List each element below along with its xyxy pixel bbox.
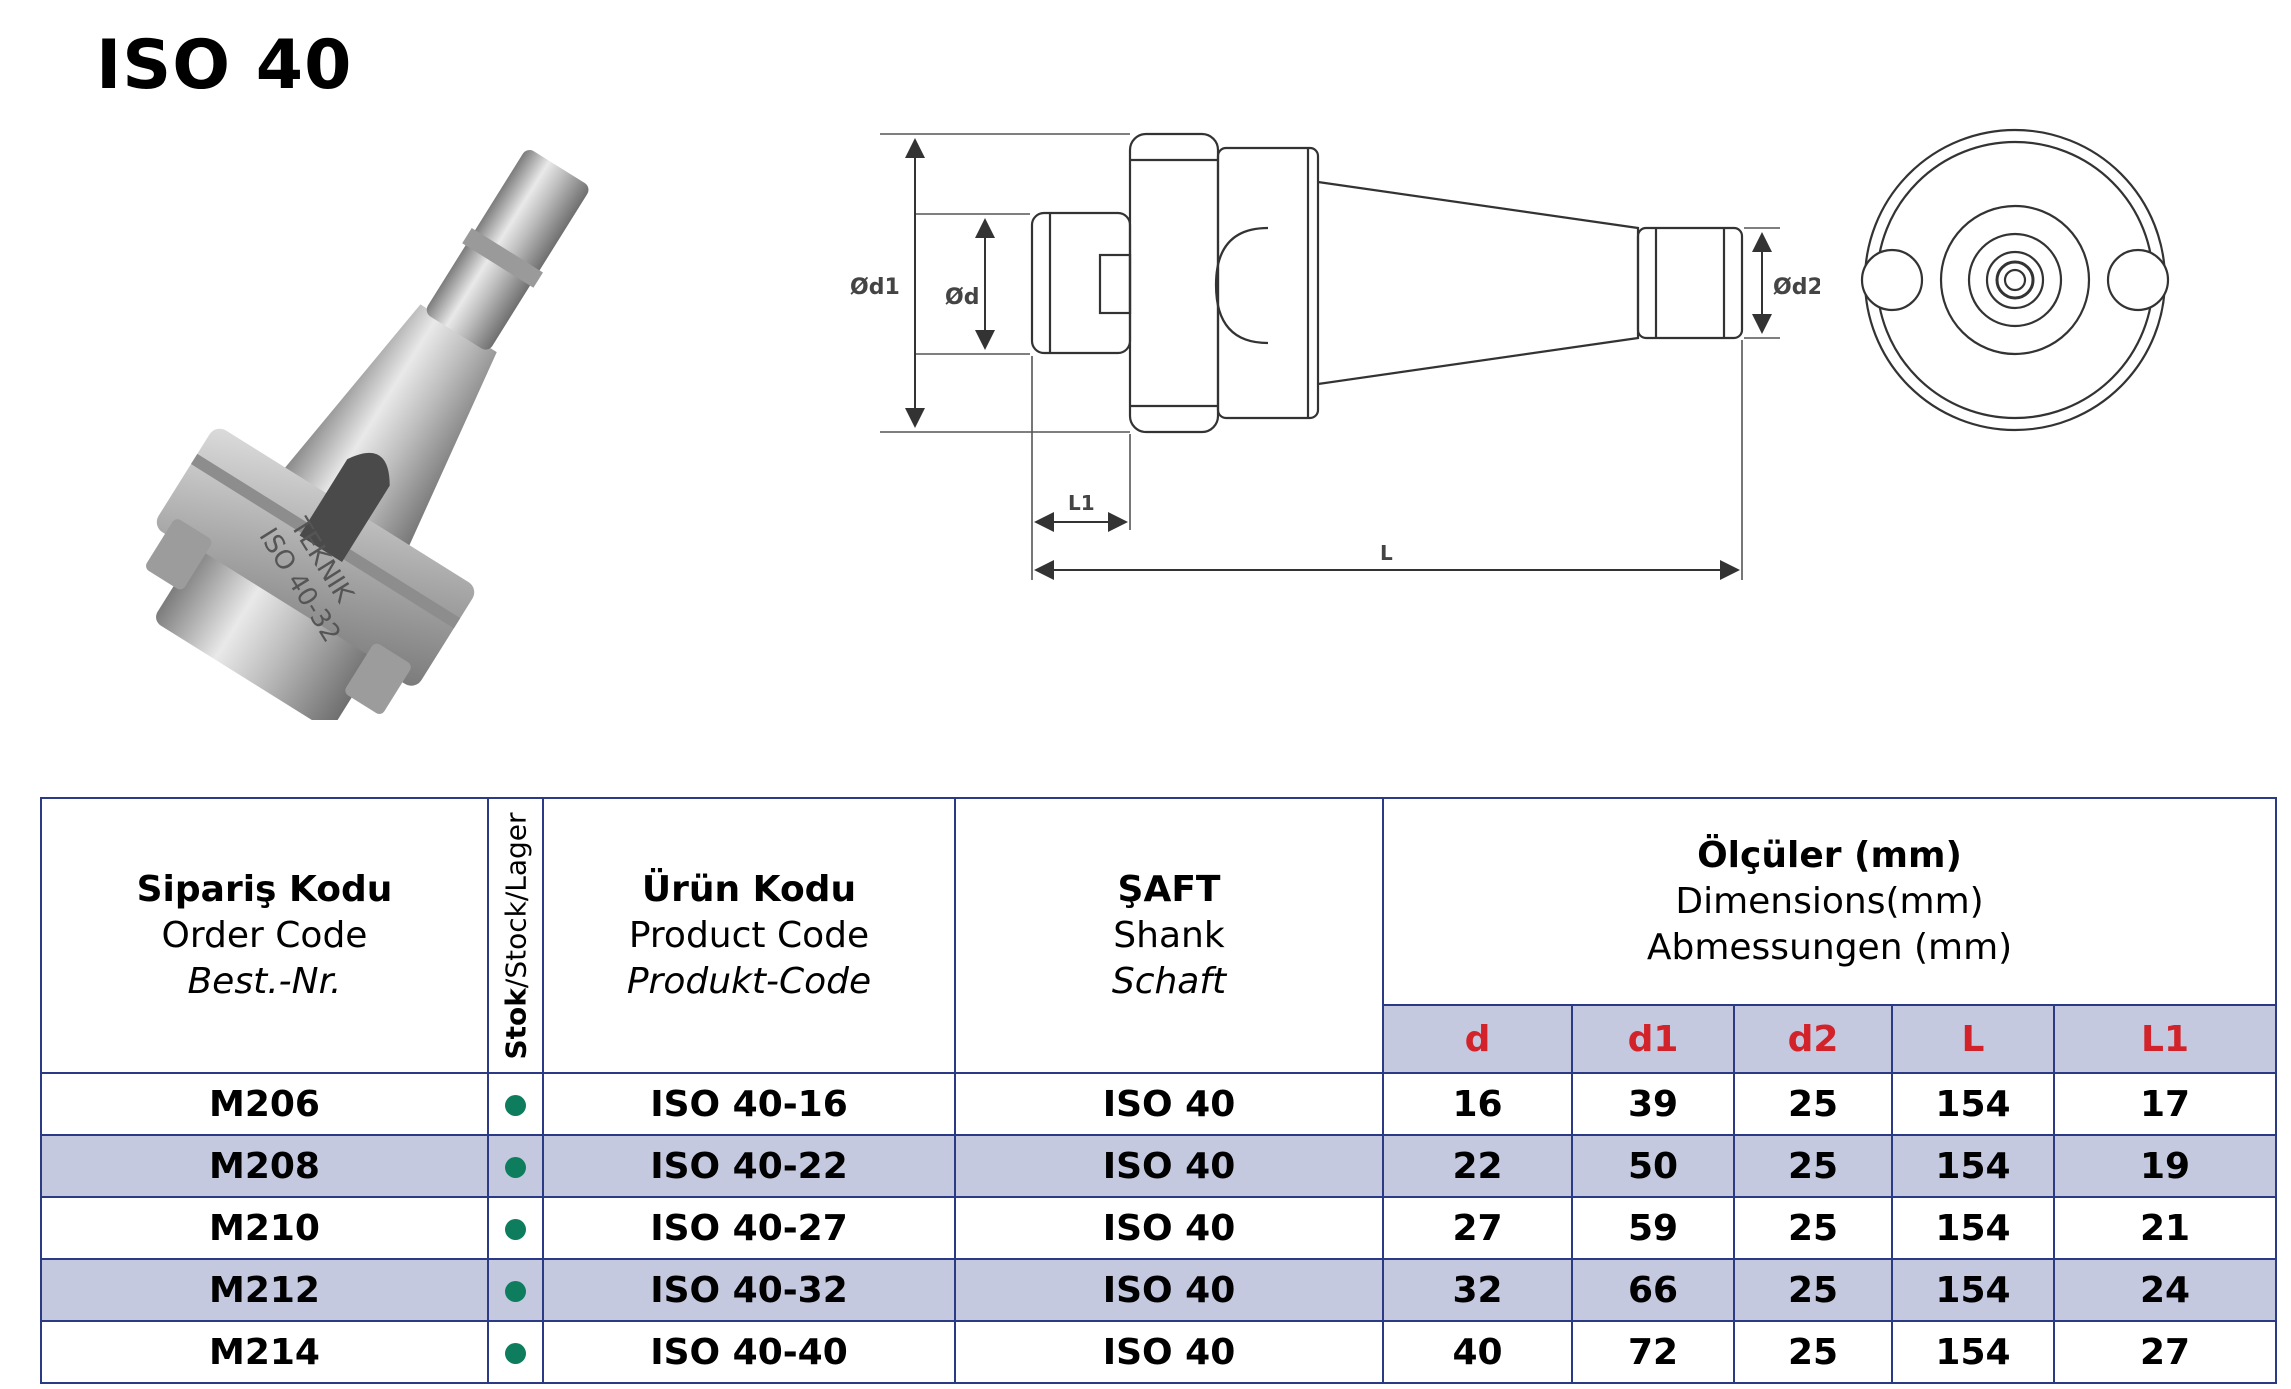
cell-order: M208 xyxy=(40,1134,489,1198)
cell-product: ISO 40-32 xyxy=(542,1258,956,1322)
label-d1: Ød1 xyxy=(850,275,900,300)
dim-header-d1: d1 xyxy=(1571,1004,1735,1074)
header-product-code: Ürün Kodu Product Code Produkt-Code xyxy=(542,797,956,1074)
cell-d: 22 xyxy=(1382,1134,1573,1198)
cell-product: ISO 40-40 xyxy=(542,1320,956,1384)
in-stock-indicator xyxy=(505,1281,526,1302)
cell-d2: 25 xyxy=(1733,1072,1893,1136)
header-order-en: Order Code xyxy=(161,914,368,956)
in-stock-indicator xyxy=(505,1157,526,1178)
cell-d1: 39 xyxy=(1571,1072,1735,1136)
cell-order: M214 xyxy=(40,1320,489,1384)
cell-stock xyxy=(487,1196,544,1260)
table-row: M210 ISO 40-27 ISO 40 27 59 25 154 21 xyxy=(40,1196,2278,1260)
cell-L: 154 xyxy=(1891,1258,2055,1322)
cell-d1: 72 xyxy=(1571,1320,1735,1384)
header-dim-en: Dimensions(mm) xyxy=(1675,880,1984,922)
header-dim-tr: Ölçüler (mm) xyxy=(1697,834,1962,876)
header-order-code: Sipariş Kodu Order Code Best.-Nr. xyxy=(40,797,489,1074)
cell-L1: 24 xyxy=(2052,1258,2278,1322)
cell-shank: ISO 40 xyxy=(954,1258,1384,1322)
cell-stock xyxy=(487,1134,544,1198)
dim-header-d: d xyxy=(1382,1004,1573,1074)
header-dimensions: Ölçüler (mm) Dimensions(mm) Abmessungen … xyxy=(1381,797,2278,1006)
in-stock-indicator xyxy=(505,1219,526,1240)
cell-d1: 50 xyxy=(1571,1134,1735,1198)
cell-L: 154 xyxy=(1891,1072,2055,1136)
header-stock: Stok/Stock/Lager xyxy=(487,797,544,1074)
end-view-drawing xyxy=(1860,128,2170,432)
table-row: M212 ISO 40-32 ISO 40 32 66 25 154 24 xyxy=(40,1258,2278,1322)
dim-subheader-row: d d1 d2 L L1 xyxy=(41,1004,2278,1074)
cell-stock xyxy=(487,1320,544,1384)
table-row: M214 ISO 40-40 ISO 40 40 72 25 154 27 xyxy=(40,1320,2278,1384)
header-product-tr: Ürün Kodu xyxy=(641,868,857,910)
in-stock-indicator xyxy=(505,1343,526,1364)
table-row: M208 ISO 40-22 ISO 40 22 50 25 154 19 xyxy=(40,1134,2278,1198)
cell-d: 27 xyxy=(1382,1196,1573,1260)
header-shank-de: Schaft xyxy=(1111,960,1227,1002)
cell-d2: 25 xyxy=(1733,1196,1893,1260)
cell-product: ISO 40-27 xyxy=(542,1196,956,1260)
cell-d: 40 xyxy=(1382,1320,1573,1384)
cell-d: 32 xyxy=(1382,1258,1573,1322)
cell-shank: ISO 40 xyxy=(954,1134,1384,1198)
label-L1: L1 xyxy=(1068,491,1095,515)
page-title: ISO 40 xyxy=(96,26,353,105)
label-d2: Ød2 xyxy=(1773,275,1820,300)
header-shank-en: Shank xyxy=(1113,914,1225,956)
header-product-en: Product Code xyxy=(628,914,870,956)
header-shank-tr: ŞAFT xyxy=(1117,868,1221,910)
label-d: Ød xyxy=(945,285,979,310)
cell-L1: 21 xyxy=(2052,1196,2278,1260)
cell-L1: 27 xyxy=(2052,1320,2278,1384)
spec-table: Sipariş Kodu Order Code Best.-Nr. Stok/S… xyxy=(40,797,2278,1384)
cell-L: 154 xyxy=(1891,1134,2055,1198)
header-order-tr: Sipariş Kodu xyxy=(136,868,393,910)
cell-product: ISO 40-22 xyxy=(542,1134,956,1198)
cell-order: M206 xyxy=(40,1072,489,1136)
cell-d2: 25 xyxy=(1733,1134,1893,1198)
header-order-de: Best.-Nr. xyxy=(187,960,342,1002)
cell-shank: ISO 40 xyxy=(954,1320,1384,1384)
cell-L1: 19 xyxy=(2052,1134,2278,1198)
cell-stock xyxy=(487,1258,544,1322)
cell-L: 154 xyxy=(1891,1196,2055,1260)
dim-header-L: L xyxy=(1891,1004,2055,1074)
dim-header-d2: d2 xyxy=(1733,1004,1893,1074)
header-row: Sipariş Kodu Order Code Best.-Nr. Stok/S… xyxy=(40,797,2278,1074)
in-stock-indicator xyxy=(505,1095,526,1116)
header-product-de: Produkt-Code xyxy=(626,960,872,1002)
cell-d1: 66 xyxy=(1571,1258,1735,1322)
dim-header-L1: L1 xyxy=(2052,1004,2278,1074)
cell-product: ISO 40-16 xyxy=(542,1072,956,1136)
cell-d2: 25 xyxy=(1733,1320,1893,1384)
header-stock-tr: Stok xyxy=(499,987,532,1060)
cell-L1: 17 xyxy=(2052,1072,2278,1136)
cell-shank: ISO 40 xyxy=(954,1196,1384,1260)
cell-order: M212 xyxy=(40,1258,489,1322)
cell-order: M210 xyxy=(40,1196,489,1260)
header-stock-rest: /Stock/Lager xyxy=(499,811,532,988)
label-L: L xyxy=(1380,541,1393,565)
cell-shank: ISO 40 xyxy=(954,1072,1384,1136)
cell-stock xyxy=(487,1072,544,1136)
table-row: M206 ISO 40-16 ISO 40 16 39 25 154 17 xyxy=(40,1072,2278,1136)
cell-d2: 25 xyxy=(1733,1258,1893,1322)
header-dim-de: Abmessungen (mm) xyxy=(1646,926,2013,968)
product-photo: TEKNIK ISO 40-32 xyxy=(146,149,589,720)
cell-d1: 59 xyxy=(1571,1196,1735,1260)
cell-L: 154 xyxy=(1891,1320,2055,1384)
header-shank: ŞAFT Shank Schaft xyxy=(954,797,1384,1074)
cell-d: 16 xyxy=(1382,1072,1573,1136)
technical-drawing: Ød1 Ød Ød2 L1 L xyxy=(850,132,1820,580)
